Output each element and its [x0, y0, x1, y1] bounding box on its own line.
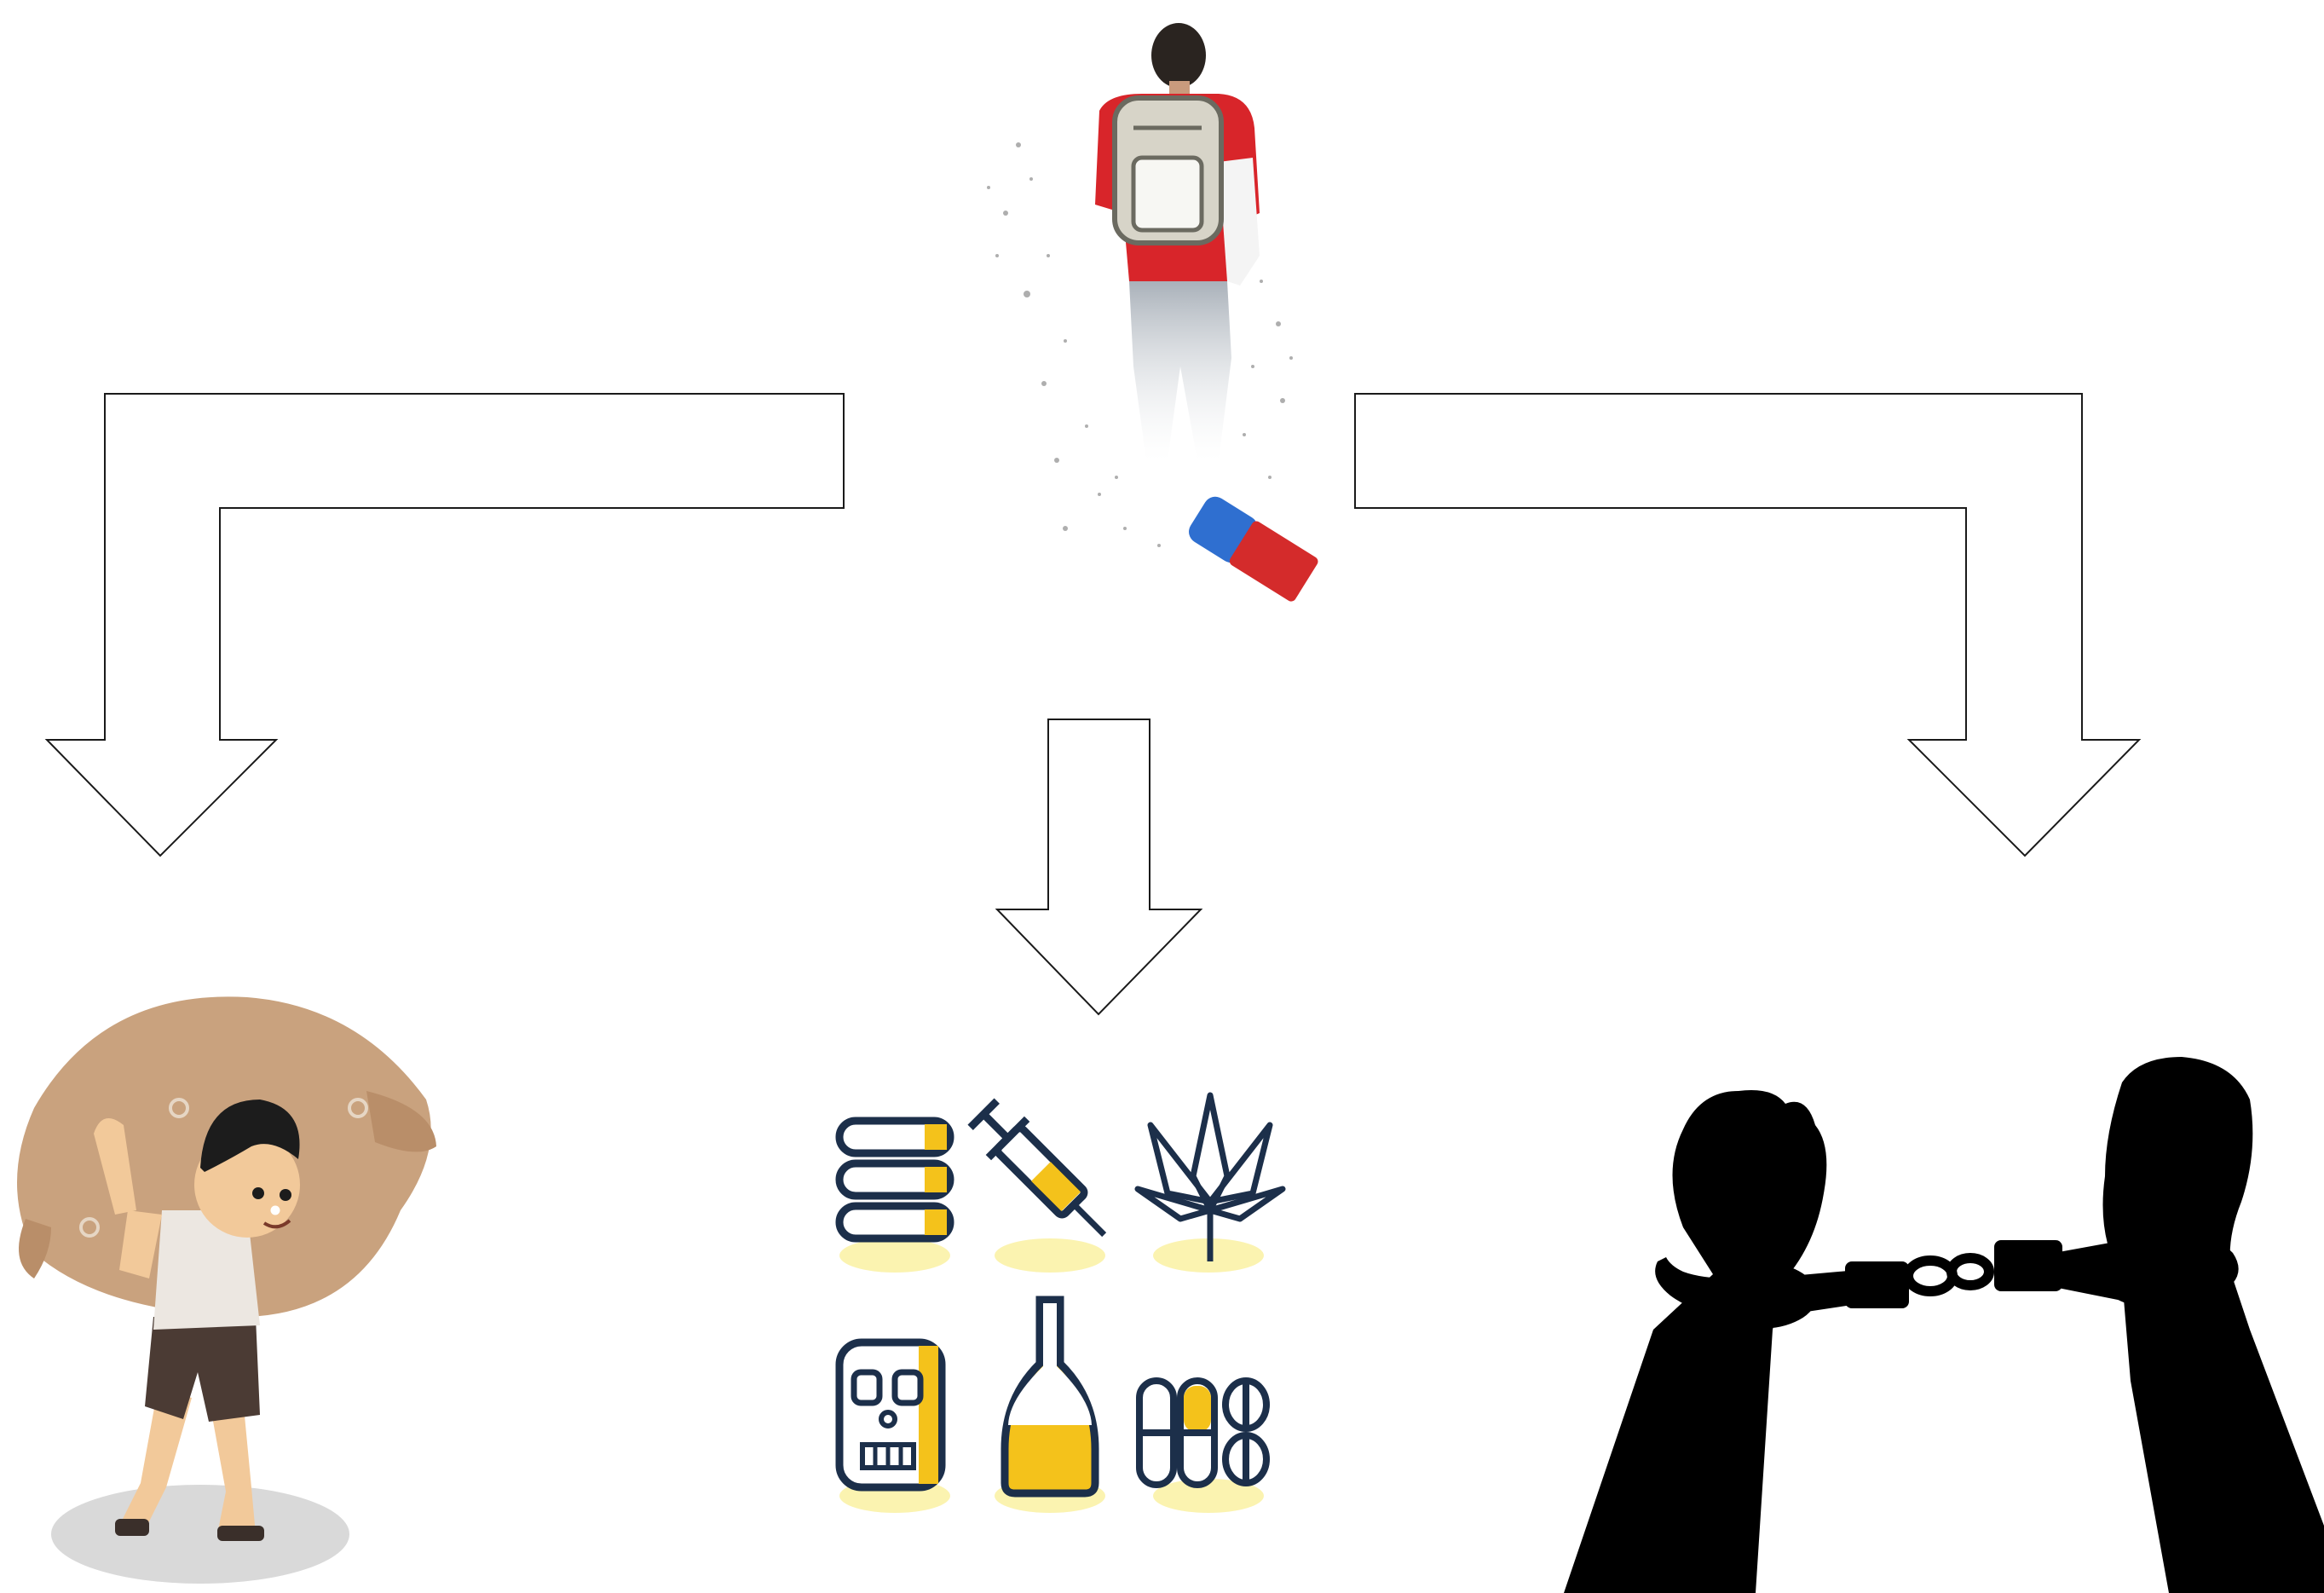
- eraser-icon: [1185, 492, 1320, 603]
- syringe-icon: [965, 1095, 1124, 1255]
- skull-poison-icon: [839, 1342, 942, 1487]
- arrow-left: [47, 394, 844, 856]
- pills-icon: [1139, 1381, 1266, 1485]
- arrow-center: [997, 719, 1201, 1014]
- arrow-right: [1355, 394, 2139, 856]
- bottle-icon: [1005, 1300, 1095, 1493]
- cannabis-leaf-icon: [1138, 1095, 1283, 1261]
- handcuffed-hands-icon: [1564, 1057, 2324, 1593]
- drug-and-alcohol-icons-grid: [839, 1095, 1283, 1513]
- boy-carrying-sack-icon: [17, 996, 436, 1584]
- cigarettes-icon: [839, 1121, 950, 1238]
- student-with-backpack-walking-away-icon: [987, 23, 1320, 603]
